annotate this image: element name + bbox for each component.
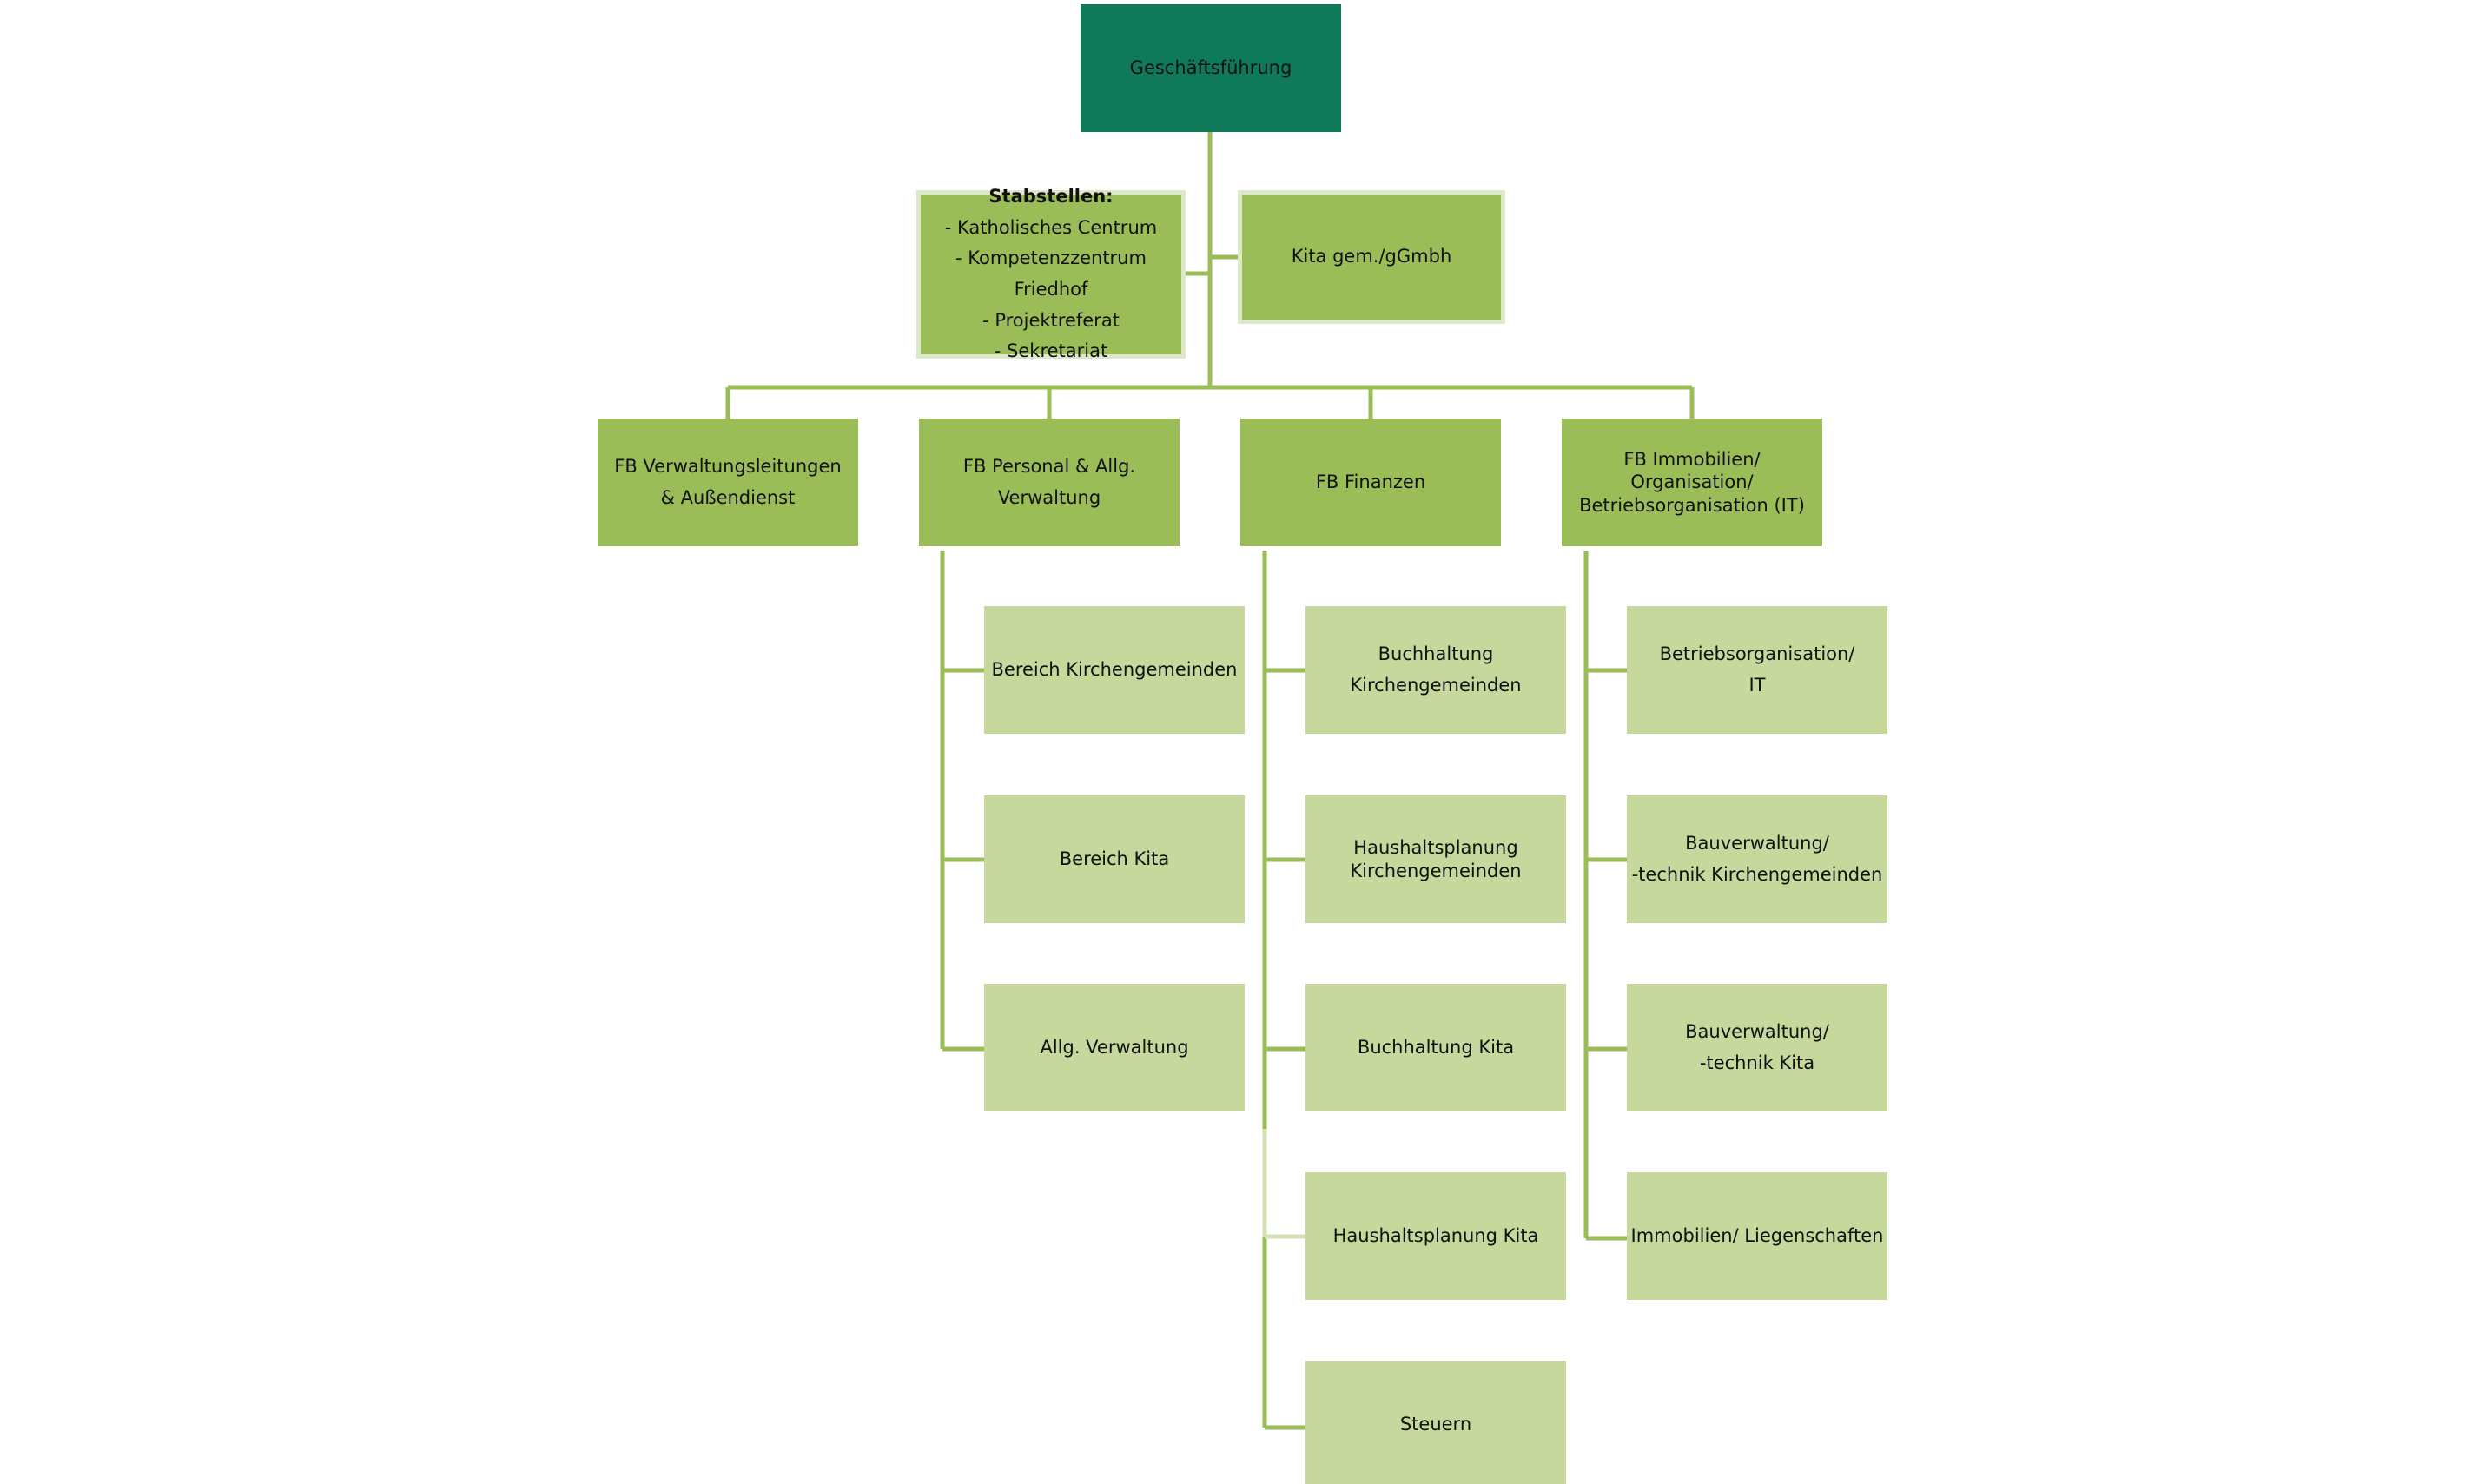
- node-bauverwaltung-kirchengemeinden: Bauverwaltung/ -technik Kirchengemeinden: [1627, 795, 1887, 923]
- node-stabstellen: Stabstellen: - Katholisches Centrum - Ko…: [916, 186, 1186, 361]
- node-line: IT: [1748, 674, 1766, 696]
- node-line: -technik Kita: [1699, 1052, 1815, 1073]
- node-label: Geschäftsführung: [1129, 56, 1292, 78]
- node-item: - Sekretariat: [994, 340, 1108, 362]
- node-immobilien-liegenschaften: Immobilien/ Liegenschaften: [1627, 1172, 1887, 1300]
- node-line: Bereich Kita: [1059, 848, 1170, 869]
- node-geschaeftsfuehrung: Geschäftsführung: [1081, 4, 1341, 132]
- node-title: Stabstellen:: [988, 185, 1114, 207]
- node-buchhaltung-kirchengemeinden: Buchhaltung Kirchengemeinden: [1305, 606, 1566, 734]
- node-line: Immobilien/ Liegenschaften: [1630, 1224, 1884, 1246]
- node-haushaltsplanung-kirchengemeinden: Haushaltsplanung Kirchengemeinden: [1305, 795, 1566, 923]
- node-item: - Projektreferat: [982, 309, 1120, 331]
- node-line: Allg. Verwaltung: [1040, 1036, 1189, 1058]
- node-label: Kita gem./gGmbh: [1291, 246, 1452, 267]
- node-betriebsorganisation-it: Betriebsorganisation/ IT: [1627, 606, 1887, 734]
- node-fb-immobilien: FB Immobilien/ Organisation/ Betriebsorg…: [1562, 419, 1822, 546]
- node-line: Haushaltsplanung Kita: [1332, 1224, 1539, 1246]
- node-line: Buchhaltung Kirchengemeinden: [1350, 643, 1522, 696]
- node-steuern: Steuern: [1305, 1361, 1566, 1484]
- node-fb-verwaltungsleitungen: FB Verwaltungsleitungen & Außendienst: [598, 419, 858, 546]
- node-line: & Außendienst: [660, 486, 796, 508]
- node-line: Betriebsorganisation (IT): [1579, 494, 1805, 516]
- node-bereich-kirchengemeinden: Bereich Kirchengemeinden: [984, 606, 1245, 734]
- node-line: FB Finanzen: [1315, 471, 1426, 492]
- node-line: FB Verwaltungsleitungen: [614, 455, 842, 477]
- node-line: Bauverwaltung/: [1685, 1020, 1829, 1042]
- node-item: - Katholisches Centrum: [944, 216, 1158, 238]
- node-allg-verwaltung: Allg. Verwaltung: [984, 984, 1245, 1111]
- node-fb-personal: FB Personal & Allg. Verwaltung: [919, 419, 1180, 546]
- node-kita-ggmbh: Kita gem./gGmbh: [1238, 190, 1505, 324]
- node-haushaltsplanung-kita: Haushaltsplanung Kita: [1305, 1172, 1566, 1300]
- node-line: -technik Kirchengemeinden: [1631, 863, 1883, 885]
- node-line: Haushaltsplanung: [1353, 837, 1518, 859]
- node-line: Bereich Kirchengemeinden: [991, 658, 1238, 680]
- node-line: Bauverwaltung/: [1685, 832, 1829, 854]
- node-fb-finanzen: FB Finanzen: [1240, 419, 1501, 546]
- node-line: FB Immobilien/ Organisation/: [1623, 449, 1761, 493]
- node-item: - Kompetenzzentrum Friedhof: [955, 247, 1147, 300]
- node-bauverwaltung-kita: Bauverwaltung/ -technik Kita: [1627, 984, 1887, 1111]
- node-buchhaltung-kita: Buchhaltung Kita: [1305, 984, 1566, 1111]
- node-line: Buchhaltung Kita: [1357, 1036, 1515, 1058]
- node-line: FB Personal & Allg. Verwaltung: [962, 455, 1136, 508]
- node-line: Steuern: [1399, 1413, 1472, 1435]
- node-bereich-kita: Bereich Kita: [984, 795, 1245, 923]
- node-line: Betriebsorganisation/: [1659, 643, 1855, 664]
- node-line: Kirchengemeinden: [1350, 860, 1522, 881]
